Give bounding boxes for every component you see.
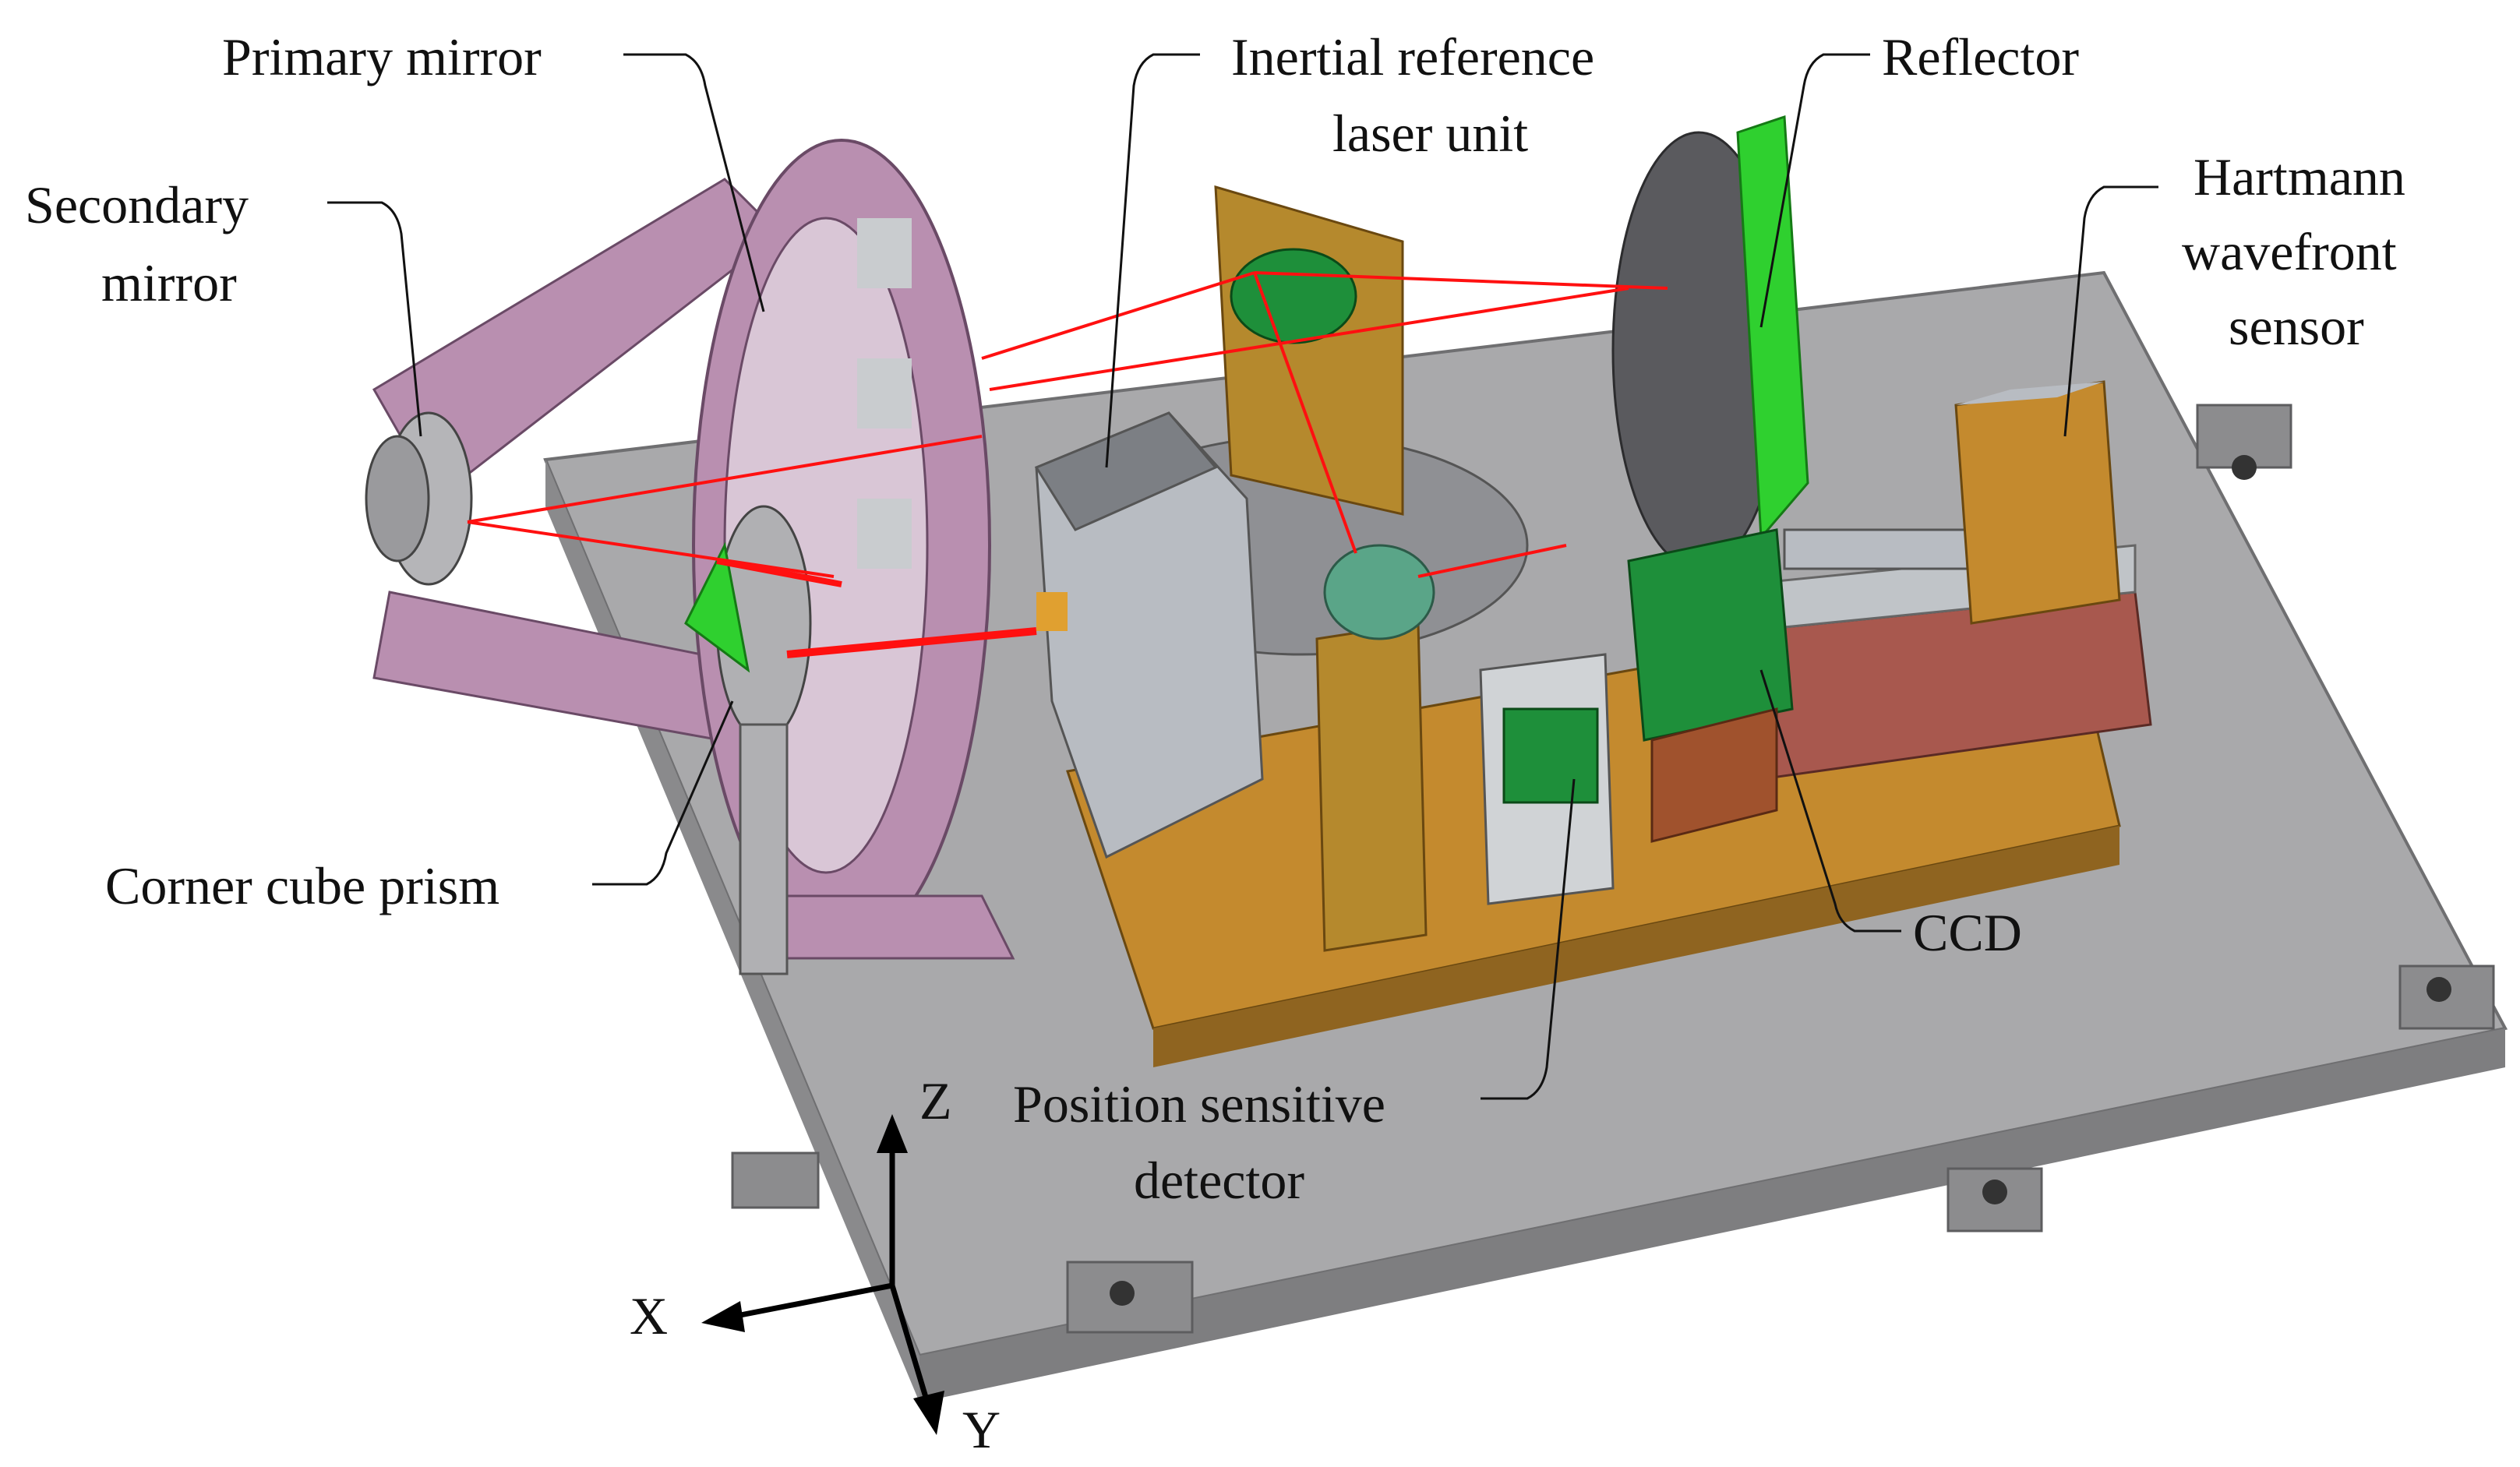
axis-label-x: X — [630, 1286, 668, 1345]
label-ccd: CCD — [1913, 903, 2022, 962]
label-secondary-mirror-line2: mirror — [101, 253, 237, 312]
label-primary-mirror: Primary mirror — [222, 27, 542, 86]
y-axis-arrowhead — [913, 1391, 944, 1435]
label-reflector: Reflector — [1882, 27, 2079, 86]
label-corner-cube-prism: Corner cube prism — [105, 856, 499, 915]
secondary-mirror-assembly — [365, 411, 473, 586]
position-sensitive-detector — [1479, 653, 1615, 905]
label-hartmann-line3: sensor — [2229, 297, 2364, 356]
axis-label-y: Y — [962, 1400, 1001, 1459]
coordinate-axes — [701, 1114, 944, 1435]
label-inertial-reference-line1: Inertial reference — [1231, 27, 1594, 86]
leader-lines — [327, 53, 2158, 1100]
auxiliary-stage — [1315, 544, 1435, 952]
component-labels: Primary mirror Secondary mirror Corner c… — [25, 27, 2405, 1210]
x-axis-arrowhead — [701, 1301, 745, 1332]
hartmann-wavefront-sensor — [1783, 380, 2121, 625]
label-hartmann-line2: wavefront — [2182, 222, 2397, 281]
reflector-assembly — [1611, 115, 1809, 570]
ccd-camera — [1627, 528, 1794, 843]
label-inertial-reference-line2: laser unit — [1332, 104, 1528, 163]
label-secondary-mirror-line1: Secondary — [25, 175, 249, 235]
label-hartmann-line1: Hartmann — [2194, 147, 2405, 206]
axis-label-z: Z — [919, 1071, 952, 1130]
z-axis-arrowhead — [877, 1114, 908, 1153]
label-psd-line2: detector — [1134, 1151, 1304, 1210]
inertial-reference-laser-unit — [1034, 411, 1264, 859]
label-psd-line1: Position sensitive — [1013, 1074, 1385, 1134]
